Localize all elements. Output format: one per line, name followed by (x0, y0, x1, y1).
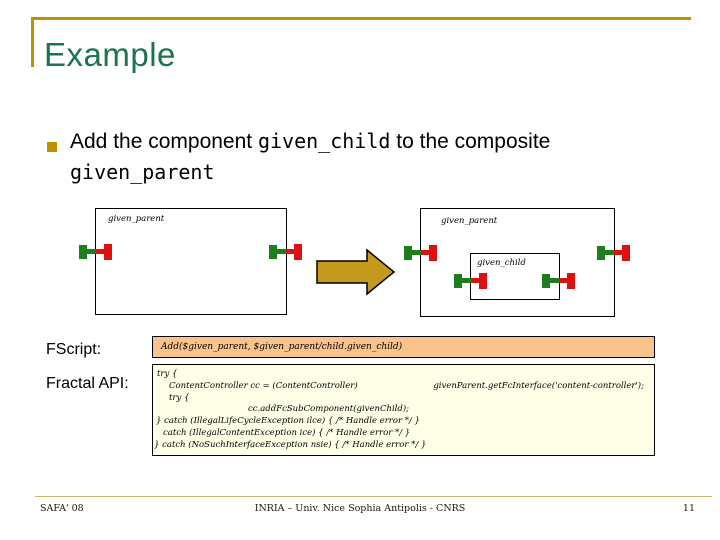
bullet-text-before: Add the component (70, 130, 258, 153)
code-line: } catch (NoSuchInterfaceException nsie) … (154, 439, 427, 450)
bullet-code-parent: given_parent (70, 160, 215, 184)
transform-arrow-icon (315, 247, 397, 302)
code-line: try { (169, 392, 190, 403)
code-line-left: ContentController cc = (ContentControlle… (169, 380, 358, 391)
title-top-rule (31, 17, 691, 20)
client-interface-icon (294, 243, 302, 260)
footer-conference: SAFA' 08 (40, 503, 84, 514)
client-interface-icon (429, 244, 437, 261)
code-line: catch (IllegalContentException ice) { /*… (163, 427, 411, 438)
server-interface-icon (454, 273, 462, 288)
client-interface-icon (104, 243, 112, 260)
interface-icon (597, 244, 630, 261)
left-parent-label: given_parent (108, 214, 165, 224)
interface-icon (269, 243, 302, 260)
fractal-api-code-box: try { ContentController cc = (ContentCon… (152, 364, 655, 456)
title-left-rule (31, 17, 34, 67)
code-line: try { (157, 369, 178, 379)
server-interface-icon (597, 245, 605, 260)
server-interface-icon (269, 244, 277, 259)
server-interface-icon (542, 273, 550, 288)
bullet-text: Add the component given_child to the com… (70, 126, 680, 188)
code-line: ContentController cc = (ContentControlle… (153, 381, 654, 393)
fscript-code: Add($given_parent, $given_parent/child.g… (161, 342, 403, 352)
client-interface-icon (567, 272, 575, 289)
fscript-label: FScript: (46, 341, 102, 358)
client-interface-icon (622, 244, 630, 261)
fractal-api-label: Fractal API: (46, 375, 129, 392)
code-line: } catch (IllegalLifeCycleException ilce)… (156, 416, 420, 427)
bullet-text-after: to the composite (390, 130, 551, 153)
interface-icon (542, 272, 575, 289)
client-interface-icon (479, 272, 487, 289)
child-label: given_child (477, 258, 526, 268)
interface-icon (404, 244, 437, 261)
interface-icon (79, 243, 112, 260)
footer-affiliation: INRIA – Univ. Nice Sophia Antipolis - CN… (254, 503, 466, 514)
code-line: cc.addFcSubComponent(givenChild); (248, 404, 410, 415)
right-parent-label: given_parent (441, 216, 498, 226)
server-interface-icon (79, 244, 87, 259)
footer-page-number: 11 (682, 503, 695, 514)
bullet-square-icon (47, 142, 57, 152)
footer-rule (35, 496, 712, 497)
server-interface-icon (404, 245, 412, 260)
bullet-code-child: given_child (257, 129, 391, 153)
left-parent-box: given_parent (95, 208, 287, 315)
interface-icon (454, 272, 487, 289)
fscript-code-box: Add($given_parent, $given_parent/child.g… (152, 336, 655, 358)
slide-title: Example (44, 36, 176, 73)
code-line-right: givenParent.getFcInterface('content-cont… (433, 380, 644, 391)
